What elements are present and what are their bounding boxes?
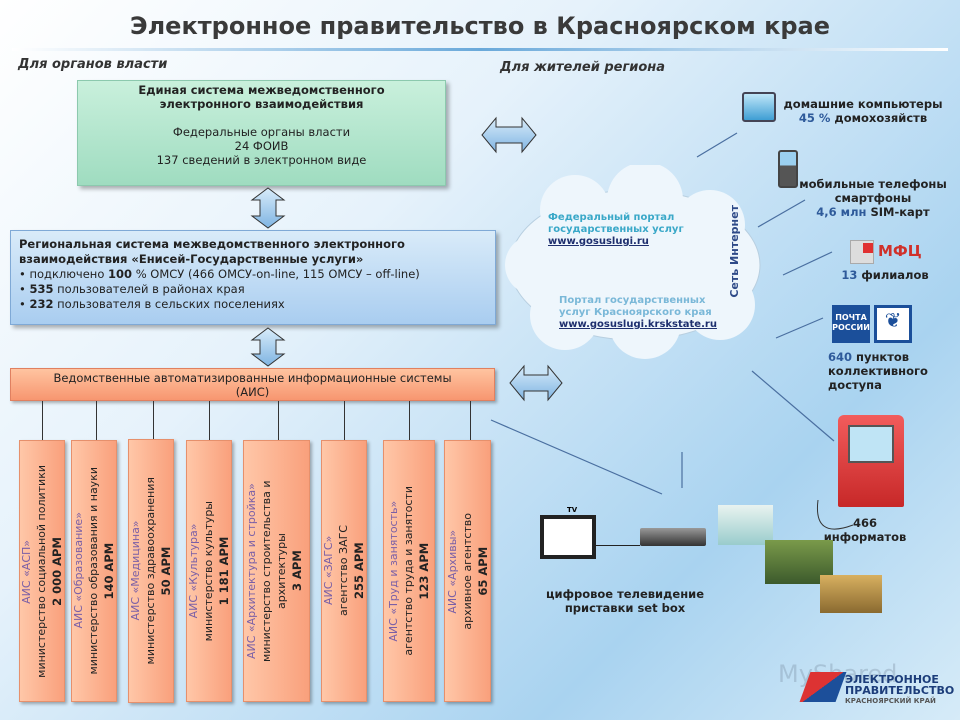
regional-portal-line2: услуг Красноярского края: [559, 307, 712, 318]
regional-portal: Портал государственных услуг Красноярско…: [559, 295, 717, 331]
smart-card-icon: [718, 505, 773, 545]
channel-kiosk: 466 информатов: [823, 516, 907, 544]
tv-cable: [596, 545, 640, 546]
computer-icon: [742, 92, 776, 122]
set-top-box-icon: [640, 528, 706, 546]
internet-cloud: [505, 165, 761, 359]
double-arrow-icon: [509, 364, 563, 402]
double-arrow-icon: [481, 116, 537, 154]
channel-mfc: 13 филиалов: [841, 268, 929, 282]
connector-line: [409, 401, 410, 441]
section-residents: Для жителей региона: [500, 60, 666, 75]
ais-box-medicine: АИС «Медицина»министерство здравоохранен…: [128, 439, 174, 703]
smev-title2: электронного взаимодействия: [159, 97, 364, 111]
regional-box: Региональная система межведомственного э…: [10, 230, 496, 325]
thin-arrows: [490, 132, 835, 495]
page-title: Электронное правительство в Красноярском…: [129, 12, 831, 40]
ais-bar: Ведомственные автоматизированные информа…: [10, 368, 495, 401]
section-authorities: Для органов власти: [18, 57, 168, 72]
ais-box-asp: АИС «АСП»министерство социальной политик…: [19, 440, 65, 702]
connector-line: [96, 401, 97, 441]
smev-line1: Федеральные органы власти: [172, 125, 351, 139]
regional-bullet-3: • 232 пользователя в сельских поселениях: [19, 297, 285, 311]
smev-box: Единая система межведомственного электро…: [77, 80, 446, 186]
federal-portal: Федеральный портал государственных услуг…: [548, 212, 684, 248]
mobile-phone-icon: [778, 150, 798, 188]
tv-icon: [540, 515, 596, 559]
regional-portal-link[interactable]: www.gosuslugi.krskstate.ru: [559, 319, 717, 330]
internet-label: Сеть Интернет: [728, 205, 741, 298]
ais-box-architecture: АИС «Архитектура и стройка»министерство …: [243, 440, 310, 702]
tv-label: TV: [567, 506, 578, 514]
regional-title1: Региональная система межведомственного э…: [19, 237, 405, 251]
double-arrow-icon: [250, 327, 286, 367]
title-divider: [12, 48, 948, 51]
smev-title1: Единая система межведомственного: [138, 83, 385, 97]
regional-bullet-1: • подключено 100 % ОМСУ (466 ОМСУ-on-lin…: [19, 267, 420, 281]
smev-line2: 24 ФОИВ: [234, 139, 289, 153]
federal-portal-line1: Федеральный портал: [548, 212, 675, 223]
connector-line: [42, 401, 43, 441]
ais-box-labor: АИС «Труд и занятость»агентство труда и …: [383, 440, 435, 702]
regional-bullet-2: • 535 пользователей в районах края: [19, 282, 245, 296]
ais-bar-line1: Ведомственные автоматизированные информа…: [53, 371, 452, 385]
infomat-kiosk-icon: [838, 415, 904, 507]
double-arrow-icon: [250, 187, 286, 229]
mfc-logo: МФЦ: [878, 242, 922, 260]
connector-line: [278, 401, 279, 441]
tv-screen-image: [820, 575, 882, 613]
ais-bar-line2: (АИС): [235, 385, 270, 399]
connector-line: [209, 401, 210, 441]
eagle-emblem-icon: ❦: [874, 305, 912, 343]
regional-portal-line1: Портал государственных: [559, 295, 706, 306]
federal-portal-link[interactable]: www.gosuslugi.ru: [548, 236, 649, 247]
federal-portal-line2: государственных услуг: [548, 224, 684, 235]
regional-title2: взаимодействия «Енисей-Государственные у…: [19, 252, 364, 266]
connector-line: [344, 401, 345, 441]
connector-line: [470, 401, 471, 441]
smev-line3: 137 сведений в электронном виде: [156, 153, 367, 167]
mfc-logo-icon: [850, 240, 874, 264]
ais-box-education: АИС «Образование»министерство образовани…: [71, 440, 117, 702]
connector-line: [153, 401, 154, 441]
